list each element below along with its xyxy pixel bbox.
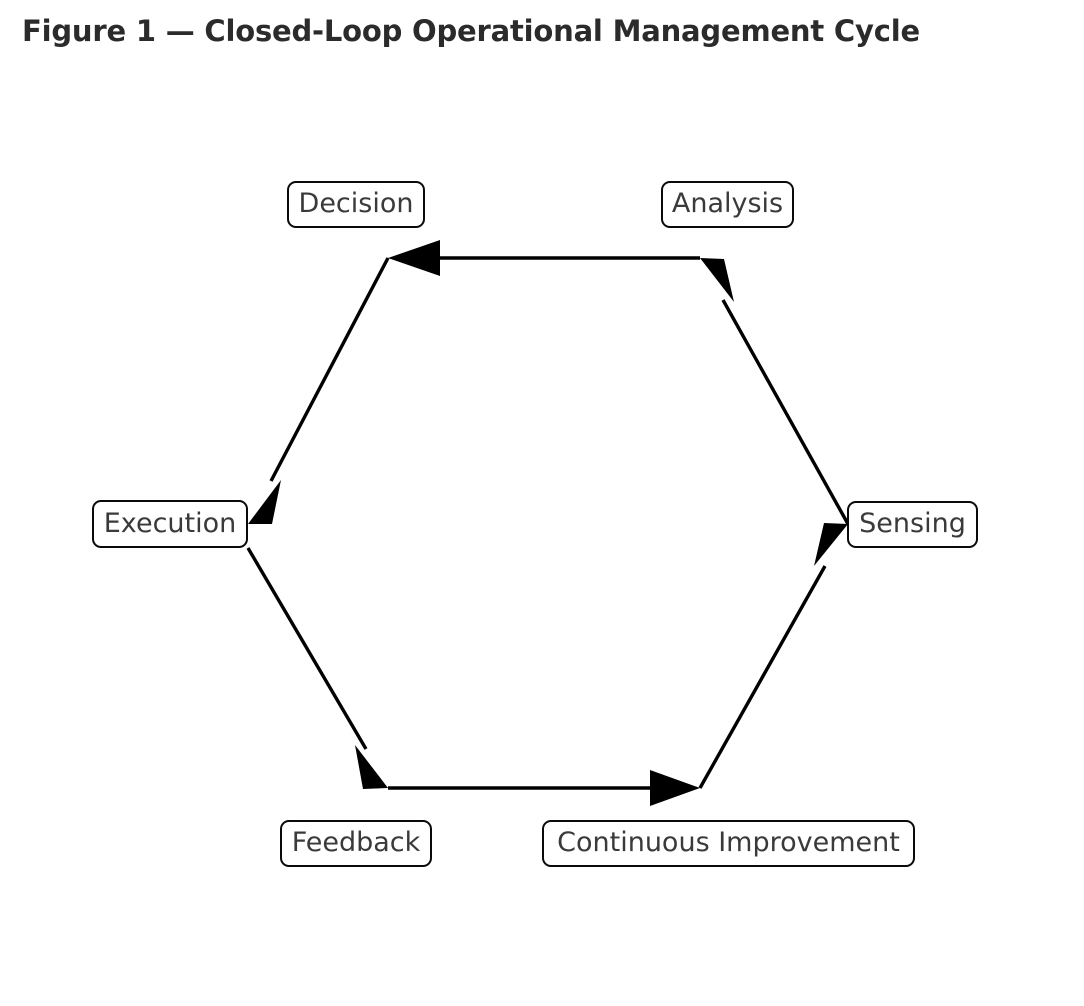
edge-analysis-to-decision <box>388 240 700 276</box>
edge-line <box>698 565 827 789</box>
node-analysis[interactable]: Analysis <box>661 181 794 228</box>
node-decision-label: Decision <box>298 188 414 219</box>
edge-line <box>721 299 850 525</box>
node-execution[interactable]: Execution <box>92 500 248 548</box>
node-continuous-improvement-label: Continuous Improvement <box>557 827 900 858</box>
edge-continuous-improvement-to-sensing <box>698 523 848 789</box>
node-sensing[interactable]: Sensing <box>847 501 978 548</box>
edge-execution-to-feedback <box>246 547 388 789</box>
arrowhead <box>814 523 848 566</box>
arrowhead <box>248 480 281 524</box>
edge-sensing-to-analysis <box>700 258 850 525</box>
arrowhead <box>355 745 388 789</box>
page-title: Figure 1 — Closed-Loop Operational Manag… <box>22 14 920 48</box>
edge-decision-to-execution <box>248 257 390 524</box>
edge-feedback-to-continuous-improvement <box>388 770 700 806</box>
edge-line <box>269 257 390 482</box>
arrowhead <box>388 240 440 276</box>
node-continuous-improvement[interactable]: Continuous Improvement <box>542 820 915 867</box>
node-analysis-label: Analysis <box>671 188 784 219</box>
arrowhead <box>700 258 734 302</box>
node-decision[interactable]: Decision <box>287 181 425 228</box>
node-sensing-label: Sensing <box>859 508 966 539</box>
node-feedback[interactable]: Feedback <box>280 820 432 867</box>
arrowhead <box>650 770 700 806</box>
edge-line <box>246 547 368 750</box>
node-feedback-label: Feedback <box>291 827 421 858</box>
node-execution-label: Execution <box>103 507 237 539</box>
